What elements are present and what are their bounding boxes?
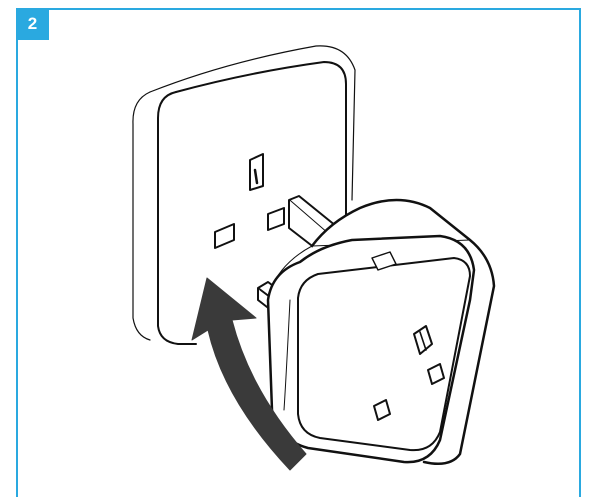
smart-plug-icon [268, 200, 494, 464]
